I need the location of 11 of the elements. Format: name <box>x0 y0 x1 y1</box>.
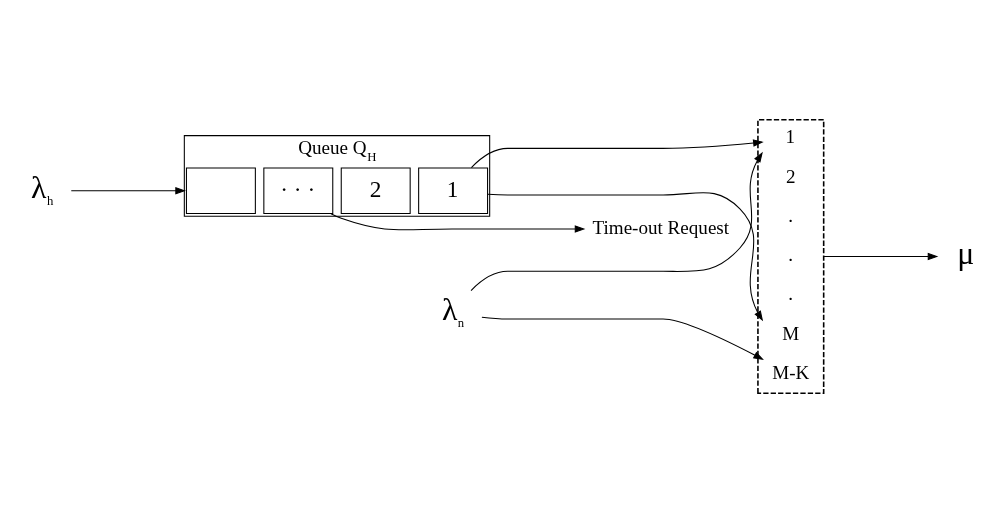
node-text: 2 <box>785 165 796 187</box>
node-text: . <box>787 283 793 305</box>
node-text: . <box>787 204 793 226</box>
node-text: μ <box>956 236 974 272</box>
node-text: M-K <box>771 361 809 383</box>
node-text: . <box>787 244 793 266</box>
node-text: λ$_{n}$ <box>441 291 464 330</box>
node-text: Time-out Request <box>592 216 729 238</box>
node-text: M <box>781 322 799 344</box>
node-text: 1 <box>785 126 795 148</box>
node-text: λ$_{h}$ <box>30 169 53 208</box>
